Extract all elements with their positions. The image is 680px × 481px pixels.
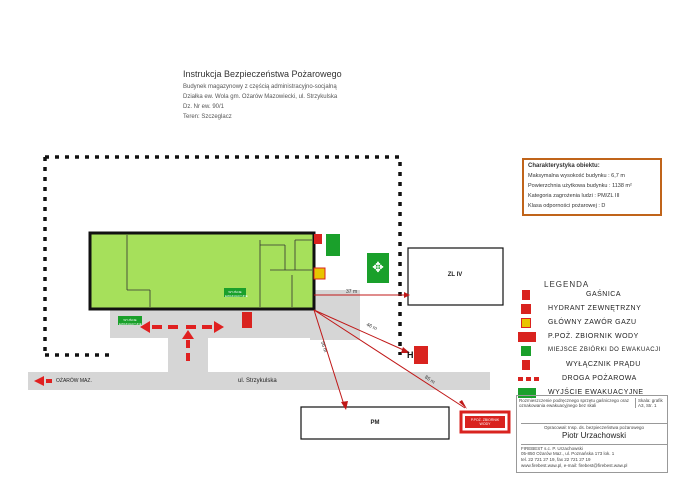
direction-label: OŻARÓW MAZ. [56,378,92,384]
arrow-head [401,347,410,353]
street-label: ul. Strzykulska [238,378,277,384]
document-title: Instrukcja Bezpieczeństwa Pożarowego [183,69,342,79]
characteristics-row: Powierzchnia użytkowa budynku : 1138 m² [528,183,632,189]
characteristics-title: Charakterystyka obiektu: [528,163,600,169]
legend-item: HYDRANT ZEWNĘTRZNY [516,304,668,316]
arrow-head [404,292,410,298]
footer-scale: Skala: grafik A3, Str. 1 [635,398,670,408]
gas-valve-icon [521,318,531,328]
svg-text:H: H [407,350,414,360]
company-line: 05-850 Ożarów Maz., ul. Poznańska 173 lo… [521,451,615,456]
fire-road-icon [518,377,542,381]
company-line: tel. 22 721 27 19, fax 22 721 27 19 [521,457,591,462]
main-building [88,231,316,311]
building-pm-label: PM [370,420,380,426]
exit-sign-left-label: WYJŚCIE EWAKUACYJNE [119,318,142,326]
header-line-2: Działka ew. Wola gm. Ożarów Mazowiecki, … [183,94,338,100]
exit-sign-center [224,288,246,297]
yard-pavement-east [310,290,360,340]
extinguisher-icon [522,290,530,300]
extinguisher-icon [314,234,322,244]
arrow-head [341,401,348,410]
footer-note: Rozmieszczenie podręcznego sprzętu gaśni… [519,398,630,408]
building-zl-label: ZL IV [447,272,463,278]
legend-label: WYJŚCIE EWAKUACYJNE [548,389,644,396]
header-line-4: Teren: Szczeglacz [183,114,232,120]
arrow-head [459,400,467,409]
hydrant-icon [521,304,531,314]
author-label: Opracował: Insp. ds. bezpieczeństwa poża… [521,423,667,430]
characteristics-box: Charakterystyka obiektu: Maksymalna wyso… [522,158,662,216]
legend-label: HYDRANT ZEWNĘTRZNY [548,305,642,312]
legend-label: P.POŻ. ZBIORNIK WODY [548,333,639,340]
legend-item: MIEJSCE ZBIÓRKI DO EWAKUACJI [516,346,668,358]
legend-item: P.POŻ. ZBIORNIK WODY [516,332,668,344]
legend-footer: Rozmieszczenie podręcznego sprzętu gaśni… [516,395,668,473]
water-tank-label: P.POŻ. ZBIORNIK WODY [470,418,500,426]
assembly-point-icon [521,346,531,356]
characteristics-row: Maksymalna wysokość budynku : 6,7 m [528,173,625,179]
exit-sign-left [118,316,142,325]
author-name: Piotr Urzachowski [561,431,626,440]
water-tank-icon [518,332,536,342]
gas-valve-icon [313,267,326,280]
street-road [28,372,490,390]
legend-item: WYŁĄCZNIK PRĄDU [516,360,668,372]
characteristics-row: Kategoria zagrożenia ludzi : PM/ZL III [528,193,620,199]
svg-text:✥: ✥ [372,260,384,276]
legend-label: DROGA POŻAROWA [562,375,637,382]
legend-item: WYJŚCIE EWAKUACYJNE [516,388,668,400]
exit-sign-north [326,234,340,256]
fire-road [34,321,224,386]
power-switch-icon [242,312,252,328]
header-line-1: Budynek magazynowy z częścią administrac… [183,84,337,90]
legend-title: LEGENDA [544,280,590,289]
legend-item: GAŚNICA [516,290,668,302]
interior-walls [126,235,312,307]
legend-label: WYŁĄCZNIK PRĄDU [566,361,641,368]
characteristics-row: Klasa odporności pożarowej : D [528,203,606,209]
legend-item: GŁÓWNY ZAWÓR GAZU [516,318,668,330]
power-switch-icon [522,360,530,370]
distance-label: 37 m [346,289,358,295]
legend-label: GAŚNICA [586,291,622,298]
building-zl [407,247,504,306]
exit-icon [518,388,536,398]
company-line: FIREBEST s.c. P. Urzachowski [521,444,667,451]
hydrant-icon [414,346,428,364]
water-tank-label-bg [465,416,505,428]
legend-item: DROGA POŻAROWA [516,374,668,386]
legend-label: GŁÓWNY ZAWÓR GAZU [548,319,637,326]
company-line: www.firebest.waw.pl, e-mail: firebest@fi… [521,463,628,468]
exit-sign-center-label: WYJŚCIE EWAKUACYJNE [225,290,248,298]
building-pm [300,406,450,440]
legend-label: MIEJSCE ZBIÓRKI DO EWAKUACJI [548,347,661,353]
assembly-point-icon [367,253,389,283]
distance-lines [313,294,466,409]
header-line-3: Dz. Nr ew. 90/1 [183,104,225,110]
